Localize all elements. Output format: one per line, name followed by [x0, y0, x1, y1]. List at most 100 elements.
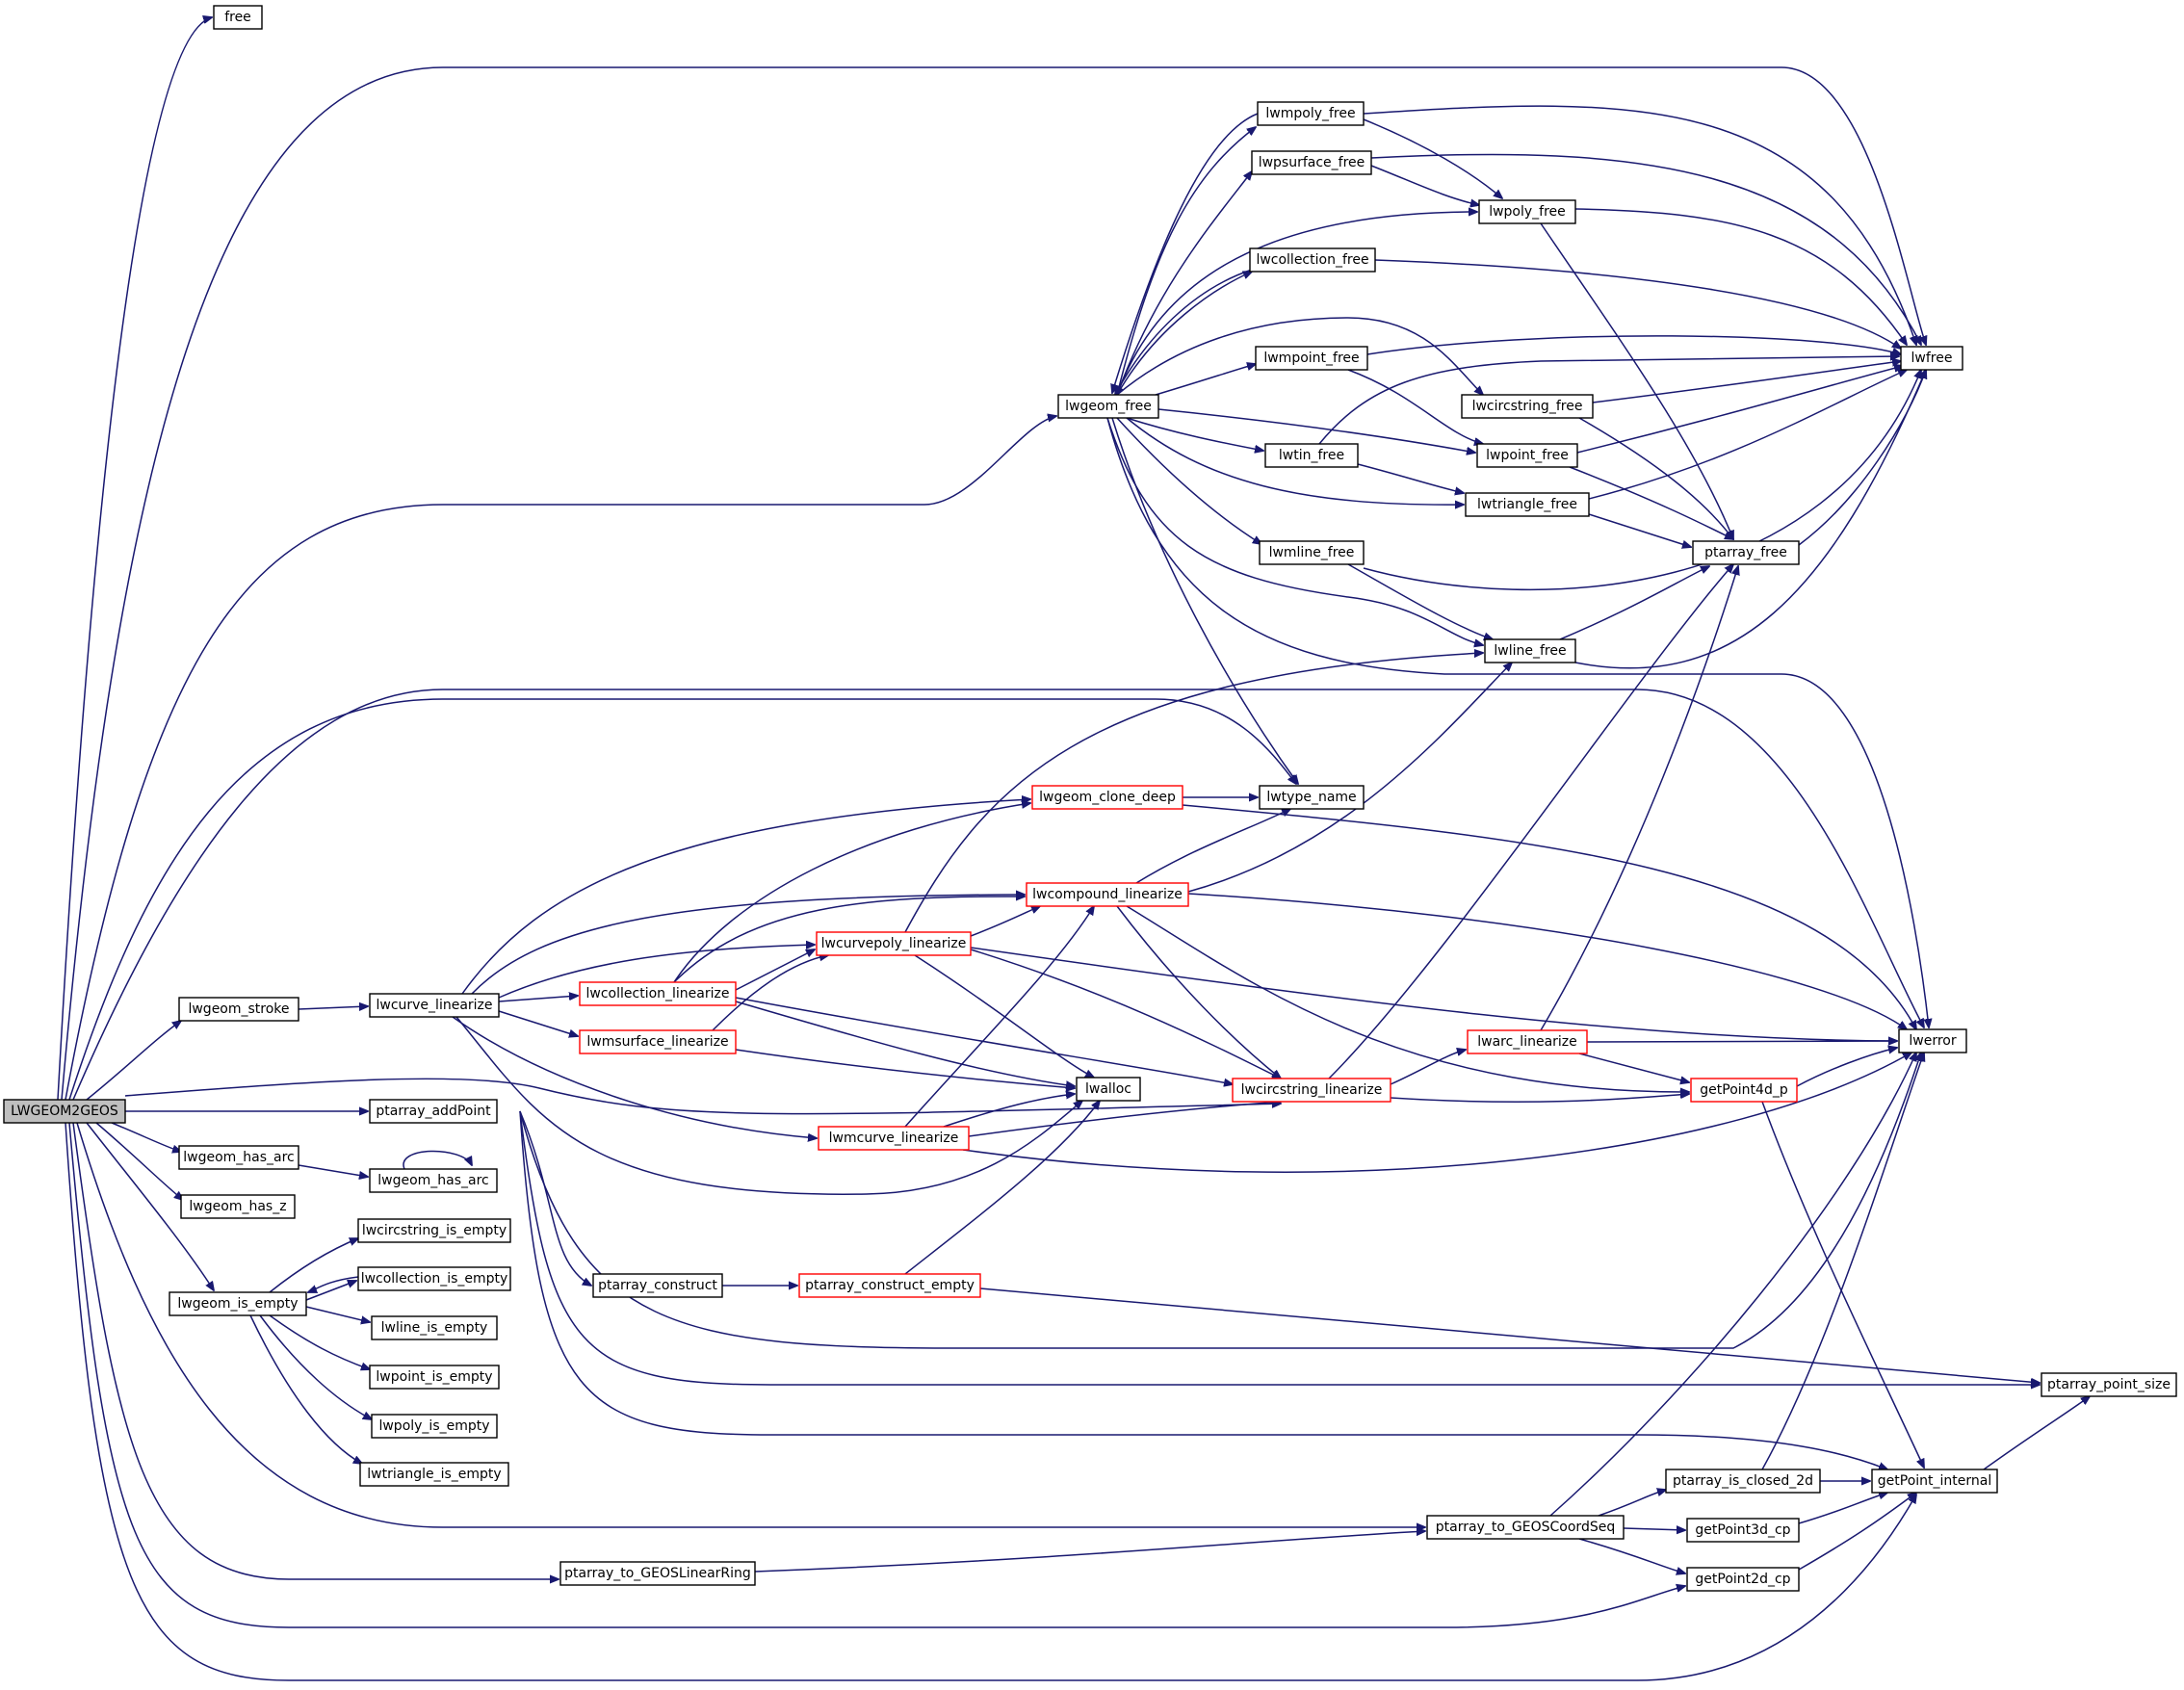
- node-ptarray-point-size[interactable]: ptarray_point_size: [2041, 1372, 2177, 1397]
- node-lwarc-linearize[interactable]: lwarc_linearize: [1467, 1029, 1588, 1054]
- edge-addpoint-point-size: [519, 1110, 2040, 1385]
- node-lwline-is-empty[interactable]: lwline_is_empty: [371, 1315, 498, 1340]
- node-getpoint2d-cp[interactable]: getPoint2d_cp: [1686, 1567, 1800, 1592]
- node-lwcollection-is-empty[interactable]: lwcollection_is_empty: [357, 1266, 511, 1291]
- edge-lwarc-getpoint4d: [1578, 1053, 1689, 1082]
- node-lwgeom-has-z[interactable]: lwgeom_has_z: [180, 1194, 296, 1219]
- svg-text:lwalloc: lwalloc: [1085, 1081, 1131, 1097]
- node-lwgeom-is-empty[interactable]: lwgeom_is_empty: [169, 1291, 307, 1316]
- edge-getpoint4d-lwerror: [1796, 1048, 1897, 1087]
- node-lwpoint-is-empty[interactable]: lwpoint_is_empty: [369, 1365, 500, 1390]
- node-free[interactable]: free: [213, 5, 263, 30]
- edge-lwline-free-ptarray-free: [1559, 566, 1709, 640]
- node-lwtin-free[interactable]: lwtin_free: [1264, 443, 1359, 468]
- node-lwerror[interactable]: lwerror: [1898, 1028, 1967, 1053]
- node-ptarray-construct-empty[interactable]: ptarray_construct_empty: [798, 1273, 981, 1298]
- node-lwgeom-has-arc-recursive[interactable]: lwgeom_has_arc: [369, 1168, 498, 1193]
- edge-lwclone-lwerror: [1182, 804, 1916, 1029]
- edge-ptarray-point-size-ref: [1983, 1396, 2090, 1470]
- node-lwfree[interactable]: lwfree: [1900, 346, 1963, 371]
- node-lwmline-free[interactable]: lwmline_free: [1259, 540, 1365, 565]
- edge-lwcurve-lwcurvepoly: [498, 945, 815, 999]
- svg-text:getPoint4d_p: getPoint4d_p: [1700, 1082, 1788, 1098]
- edge-lwtin-lwtriangle: [1357, 463, 1464, 493]
- node-lwpoly-free[interactable]: lwpoly_free: [1478, 199, 1576, 224]
- node-ptarray-construct[interactable]: ptarray_construct: [592, 1273, 723, 1298]
- node-lwcollection-linearize[interactable]: lwcollection_linearize: [579, 981, 737, 1006]
- node-lwcircstring-is-empty[interactable]: lwcircstring_is_empty: [357, 1218, 511, 1243]
- node-lwgeom-stroke[interactable]: lwgeom_stroke: [178, 997, 299, 1022]
- node-lwtriangle-is-empty[interactable]: lwtriangle_is_empty: [359, 1462, 509, 1487]
- edge-is-empty-poly: [259, 1314, 372, 1419]
- node-lwgeom-free[interactable]: lwgeom_free: [1057, 394, 1159, 419]
- node-ptarray-is-closed-2d[interactable]: ptarray_is_closed_2d: [1665, 1469, 1821, 1494]
- node-lwcurve-linearize[interactable]: lwcurve_linearize: [369, 993, 500, 1018]
- edge-is-empty-line: [305, 1306, 370, 1322]
- node-getpoint-internal[interactable]: getPoint_internal: [1871, 1469, 1998, 1494]
- node-lwgeom-clone-deep[interactable]: lwgeom_clone_deep: [1031, 785, 1183, 810]
- edge-lwmsurface-lwcurvepoly: [712, 955, 828, 1031]
- edge-lwcollection-lwalloc: [735, 1001, 1075, 1086]
- edge-lwmline-lwfree: [1363, 370, 1921, 591]
- svg-text:lwpoly_is_empty: lwpoly_is_empty: [378, 1418, 489, 1434]
- svg-text:ptarray_construct_empty: ptarray_construct_empty: [805, 1278, 975, 1293]
- node-lwmsurface-linearize[interactable]: lwmsurface_linearize: [579, 1029, 737, 1054]
- node-lwmpoly-free[interactable]: lwmpoly_free: [1257, 101, 1365, 126]
- edge-lwgeom-free-lwline-free: [1106, 417, 1483, 645]
- node-lwmpoint-free[interactable]: lwmpoint_free: [1255, 346, 1368, 371]
- node-lwgeom-has-arc[interactable]: lwgeom_has_arc: [178, 1145, 299, 1170]
- edge-lwcircstring-getpoint4d: [1390, 1094, 1689, 1104]
- node-lwline-free[interactable]: lwline_free: [1484, 638, 1576, 663]
- svg-text:lwgeom_free: lwgeom_free: [1065, 399, 1152, 414]
- edge-lwpoly-lwfree: [1574, 208, 1907, 345]
- edge-lwpoint-ptarray-free: [1569, 466, 1733, 539]
- edge-has-arc-self: [403, 1150, 472, 1170]
- node-lwcollection-free[interactable]: lwcollection_free: [1249, 247, 1376, 273]
- node-ptarray-free[interactable]: ptarray_free: [1692, 540, 1800, 565]
- edge-collection-is-empty-back: [308, 1276, 359, 1292]
- node-ptarray-to-geoscoordseq[interactable]: ptarray_to_GEOSCoordSeq: [1426, 1515, 1625, 1540]
- node-lwpsurface-free[interactable]: lwpsurface_free: [1251, 150, 1372, 175]
- node-lwtriangle-free[interactable]: lwtriangle_free: [1465, 492, 1590, 517]
- node-lwgeom2geos[interactable]: LWGEOM2GEOS: [3, 1099, 126, 1124]
- node-lwcircstring-linearize[interactable]: lwcircstring_linearize: [1232, 1078, 1391, 1103]
- edge-lwgeom-free-lwtin: [1126, 417, 1263, 451]
- edge-root-lwerror: [72, 689, 1924, 1101]
- edge-lwpoly-ptarray-free: [1540, 222, 1733, 539]
- edges: [57, 17, 2090, 1681]
- edge-root-lwgeom-is-empty: [86, 1122, 214, 1290]
- svg-text:ptarray_point_size: ptarray_point_size: [2047, 1377, 2171, 1392]
- node-lwcompound-linearize[interactable]: lwcompound_linearize: [1026, 882, 1189, 907]
- edge-root-lwgeom-stroke: [86, 1021, 181, 1101]
- node-lwtype-name[interactable]: lwtype_name: [1259, 785, 1365, 810]
- node-getpoint4d-p[interactable]: getPoint4d_p: [1690, 1078, 1798, 1103]
- edge-lwmpoint-lwpoint: [1347, 369, 1483, 444]
- svg-text:lwcurve_linearize: lwcurve_linearize: [376, 998, 492, 1013]
- svg-text:lwgeom_is_empty: lwgeom_is_empty: [177, 1296, 298, 1312]
- svg-text:free: free: [224, 10, 251, 25]
- edge-coordseq-getpoint3d: [1623, 1528, 1685, 1530]
- svg-text:ptarray_addPoint: ptarray_addPoint: [376, 1104, 491, 1119]
- edge-lwpsurface-lwfree: [1370, 153, 1921, 345]
- edge-root-ptarray-to-geoslinearring: [72, 1122, 559, 1579]
- node-lwcircstring-free[interactable]: lwcircstring_free: [1461, 394, 1594, 419]
- node-lwalloc[interactable]: lwalloc: [1076, 1077, 1141, 1102]
- node-lwcurvepoly-linearize[interactable]: lwcurvepoly_linearize: [816, 931, 972, 956]
- svg-text:lwcurvepoly_linearize: lwcurvepoly_linearize: [821, 936, 967, 951]
- edge-lwcurve-lwalloc: [455, 1016, 1082, 1195]
- node-lwpoly-is-empty[interactable]: lwpoly_is_empty: [371, 1414, 498, 1439]
- edge-root-free: [57, 17, 212, 1101]
- edge-lwgeom-free-lwcollection-back: [1115, 269, 1253, 395]
- edge-ptarray-construct-empty-point-size: [979, 1287, 2040, 1383]
- edge-lwcompound-lwtype-name: [1135, 809, 1290, 884]
- node-lwpoint-free[interactable]: lwpoint_free: [1476, 443, 1578, 468]
- edge-lwcurve-lwmcurve: [452, 1016, 817, 1138]
- node-ptarray-addpoint[interactable]: ptarray_addPoint: [369, 1099, 498, 1124]
- node-getpoint3d-cp[interactable]: getPoint3d_cp: [1686, 1518, 1800, 1543]
- edge-lwcurve-lwclone: [461, 799, 1030, 995]
- node-lwmcurve-linearize[interactable]: lwmcurve_linearize: [818, 1126, 970, 1151]
- svg-text:lwgeom_stroke: lwgeom_stroke: [188, 1001, 289, 1017]
- node-ptarray-to-geoslinearring[interactable]: ptarray_to_GEOSLinearRing: [559, 1561, 756, 1586]
- edge-lwarc-lwerror: [1586, 1041, 1897, 1042]
- edge-lwmpoly-lwpoly: [1363, 118, 1502, 198]
